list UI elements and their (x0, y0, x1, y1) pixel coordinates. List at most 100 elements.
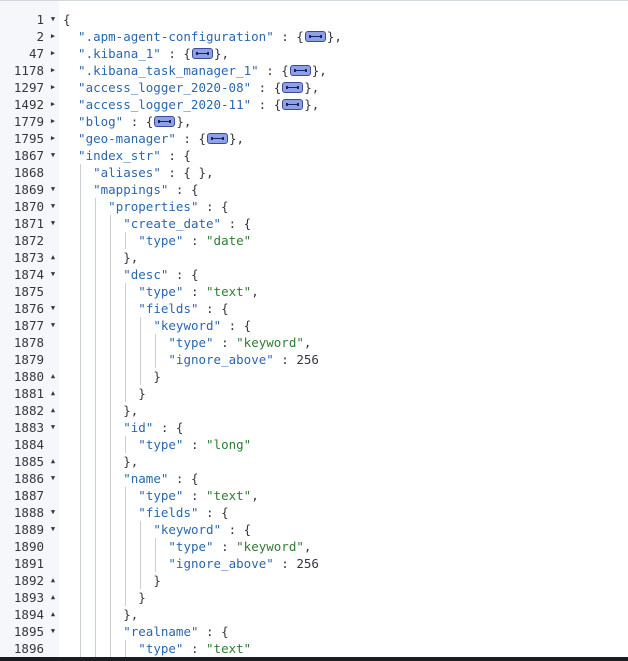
fold-end-icon[interactable]: ▲ (50, 406, 56, 414)
collapsed-object-widget-icon[interactable] (154, 116, 176, 127)
fold-open-icon[interactable]: ▼ (50, 525, 56, 533)
code-line[interactable]: 1889▼"keyword" : { (0, 521, 628, 538)
collapsed-object-widget-icon[interactable] (289, 65, 311, 76)
indent-guide (125, 589, 127, 606)
fold-end-icon[interactable]: ▲ (50, 457, 56, 465)
fold-open-icon[interactable]: ▼ (50, 15, 56, 23)
code-line[interactable]: 1▼{ (0, 11, 628, 28)
code-line[interactable]: 1876▼"fields" : { (0, 300, 628, 317)
indent-guide (140, 317, 142, 334)
code-line[interactable]: 1892▲} (0, 572, 628, 589)
fold-open-icon[interactable]: ▼ (50, 423, 56, 431)
code-line[interactable]: 1882▲}, (0, 402, 628, 419)
code-line[interactable]: 1178▶".kibana_task_manager_1" : {}, (0, 62, 628, 79)
code-line[interactable]: 1884"type" : "long" (0, 436, 628, 453)
code-line[interactable]: 47▶".kibana_1" : {}, (0, 45, 628, 62)
fold-end-icon[interactable]: ▲ (50, 610, 56, 618)
code-line[interactable]: 1492▶"access_logger_2020-11" : {}, (0, 96, 628, 113)
fold-closed-icon[interactable]: ▶ (50, 117, 56, 125)
code-line[interactable]: 1878"type" : "keyword", (0, 334, 628, 351)
code-line[interactable]: 1795▶"geo-manager" : {}, (0, 130, 628, 147)
fold-closed-icon[interactable]: ▶ (50, 83, 56, 91)
fold-open-icon[interactable]: ▼ (50, 304, 56, 312)
code-line[interactable]: 1883▼"id" : { (0, 419, 628, 436)
code-line[interactable]: 1873▲}, (0, 249, 628, 266)
fold-open-icon[interactable]: ▼ (50, 185, 56, 193)
json-key: "fields" (138, 301, 199, 316)
line-number: 1879 (13, 352, 44, 367)
collapsed-object-widget-icon[interactable] (207, 133, 228, 144)
indent-guide (110, 317, 112, 334)
code-line[interactable]: 1888▼"fields" : { (0, 504, 628, 521)
fold-end-icon[interactable]: ▲ (50, 253, 56, 261)
fold-end-icon[interactable]: ▲ (50, 576, 56, 584)
indent-guide (80, 640, 82, 657)
fold-open-icon[interactable]: ▼ (50, 219, 56, 227)
json-key: "mappings" (93, 182, 169, 197)
fold-end-icon[interactable]: ▲ (50, 372, 56, 380)
code-line[interactable]: 1881▲} (0, 385, 628, 402)
indent-guide (125, 487, 127, 504)
code-line[interactable]: 1867▼"index_str" : { (0, 147, 628, 164)
code-line[interactable]: 1894▲}, (0, 606, 628, 623)
code-line[interactable]: 1874▼"desc" : { (0, 266, 628, 283)
code-line[interactable]: 1869▼"mappings" : { (0, 181, 628, 198)
json-punctuation: }, (123, 250, 139, 265)
code-line[interactable]: 2▶".apm-agent-configuration" : {}, (0, 28, 628, 45)
json-punctuation: : { (168, 267, 199, 282)
fold-open-icon[interactable]: ▼ (50, 270, 56, 278)
code-line[interactable]: 1891"ignore_above" : 256 (0, 555, 628, 572)
indent-guide (95, 385, 97, 402)
line-number: 1889 (13, 522, 44, 537)
code-line[interactable]: 1870▼"properties" : { (0, 198, 628, 215)
collapsed-object-widget-icon[interactable] (191, 48, 213, 59)
fold-open-icon[interactable]: ▼ (50, 627, 56, 635)
code-line[interactable]: 1890"type" : "keyword", (0, 538, 628, 555)
fold-open-icon[interactable]: ▼ (50, 321, 56, 329)
indent-guide (110, 385, 112, 402)
indent-guide (80, 215, 82, 232)
indent-guide (80, 453, 82, 470)
line-number: 1887 (13, 488, 44, 503)
code-line[interactable]: 1877▼"keyword" : { (0, 317, 628, 334)
indent-guide (95, 283, 97, 300)
fold-open-icon[interactable]: ▼ (50, 474, 56, 482)
json-key: ".apm-agent-configuration" (78, 29, 274, 44)
code-line[interactable]: 1885▲}, (0, 453, 628, 470)
code-line[interactable]: 1871▼"create_date" : { (0, 215, 628, 232)
indent-guide (80, 334, 82, 351)
fold-open-icon[interactable]: ▼ (50, 151, 56, 159)
code-line[interactable]: 1872"type" : "date" (0, 232, 628, 249)
fold-end-icon[interactable]: ▲ (50, 593, 56, 601)
code-line[interactable]: 1896"type" : "text" (0, 640, 628, 657)
indent-guide (110, 453, 112, 470)
collapsed-object-widget-icon[interactable] (282, 99, 304, 110)
code-line[interactable]: 1779▶"blog" : {}, (0, 113, 628, 130)
fold-open-icon[interactable]: ▼ (50, 202, 56, 210)
fold-closed-icon[interactable]: ▶ (50, 100, 56, 108)
json-punctuation: : { (221, 216, 252, 231)
code-line[interactable]: 1886▼"name" : { (0, 470, 628, 487)
json-string-value: "keyword" (236, 539, 304, 554)
code-line[interactable]: 1868"aliases" : { }, (0, 164, 628, 181)
fold-closed-icon[interactable]: ▶ (50, 134, 56, 142)
json-punctuation: , (251, 284, 259, 299)
fold-closed-icon[interactable]: ▶ (50, 32, 56, 40)
fold-open-icon[interactable]: ▼ (50, 508, 56, 516)
code-line[interactable]: 1875"type" : "text", (0, 283, 628, 300)
fold-end-icon[interactable]: ▲ (50, 389, 56, 397)
code-line[interactable]: 1297▶"access_logger_2020-08" : {}, (0, 79, 628, 96)
code-line[interactable]: 1895▼"realname" : { (0, 623, 628, 640)
fold-closed-icon[interactable]: ▶ (50, 66, 56, 74)
fold-closed-icon[interactable]: ▶ (50, 49, 56, 57)
json-key: "type" (138, 488, 184, 503)
collapsed-object-widget-icon[interactable] (282, 82, 304, 93)
json-punctuation: : { (221, 318, 252, 333)
code-line[interactable]: 1887"type" : "text", (0, 487, 628, 504)
code-content[interactable]: 1▼{2▶".apm-agent-configuration" : {},47▶… (0, 11, 628, 657)
code-line[interactable]: 1893▲} (0, 589, 628, 606)
collapsed-object-widget-icon[interactable] (304, 31, 326, 42)
code-line[interactable]: 1879"ignore_above" : 256 (0, 351, 628, 368)
code-line[interactable]: 1880▲} (0, 368, 628, 385)
